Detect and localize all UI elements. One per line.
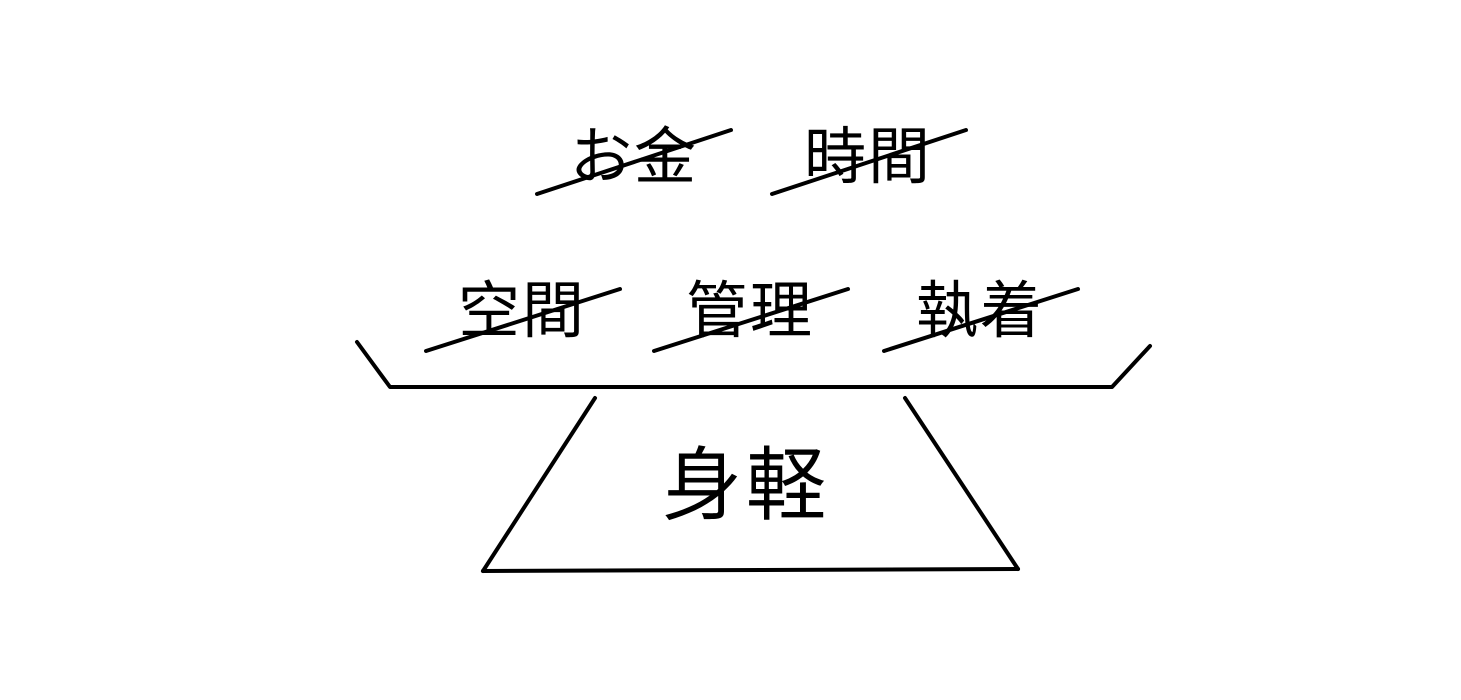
strike-line-attachment xyxy=(882,287,1080,353)
tray-outline xyxy=(355,340,1152,389)
strike-line-money xyxy=(535,128,733,196)
base-right-edge xyxy=(903,396,1020,571)
strike-line-time xyxy=(770,128,968,196)
base-left-edge xyxy=(481,396,597,573)
burden-label-space: 空間 xyxy=(458,274,587,347)
burden-label-attachment: 執着 xyxy=(916,274,1045,347)
base-bottom-edge xyxy=(481,567,1020,573)
core-label: 身軽 xyxy=(662,439,830,532)
burden-label-management: 管理 xyxy=(686,274,815,347)
strike-line-space xyxy=(424,287,622,353)
strike-line-management xyxy=(652,287,850,353)
